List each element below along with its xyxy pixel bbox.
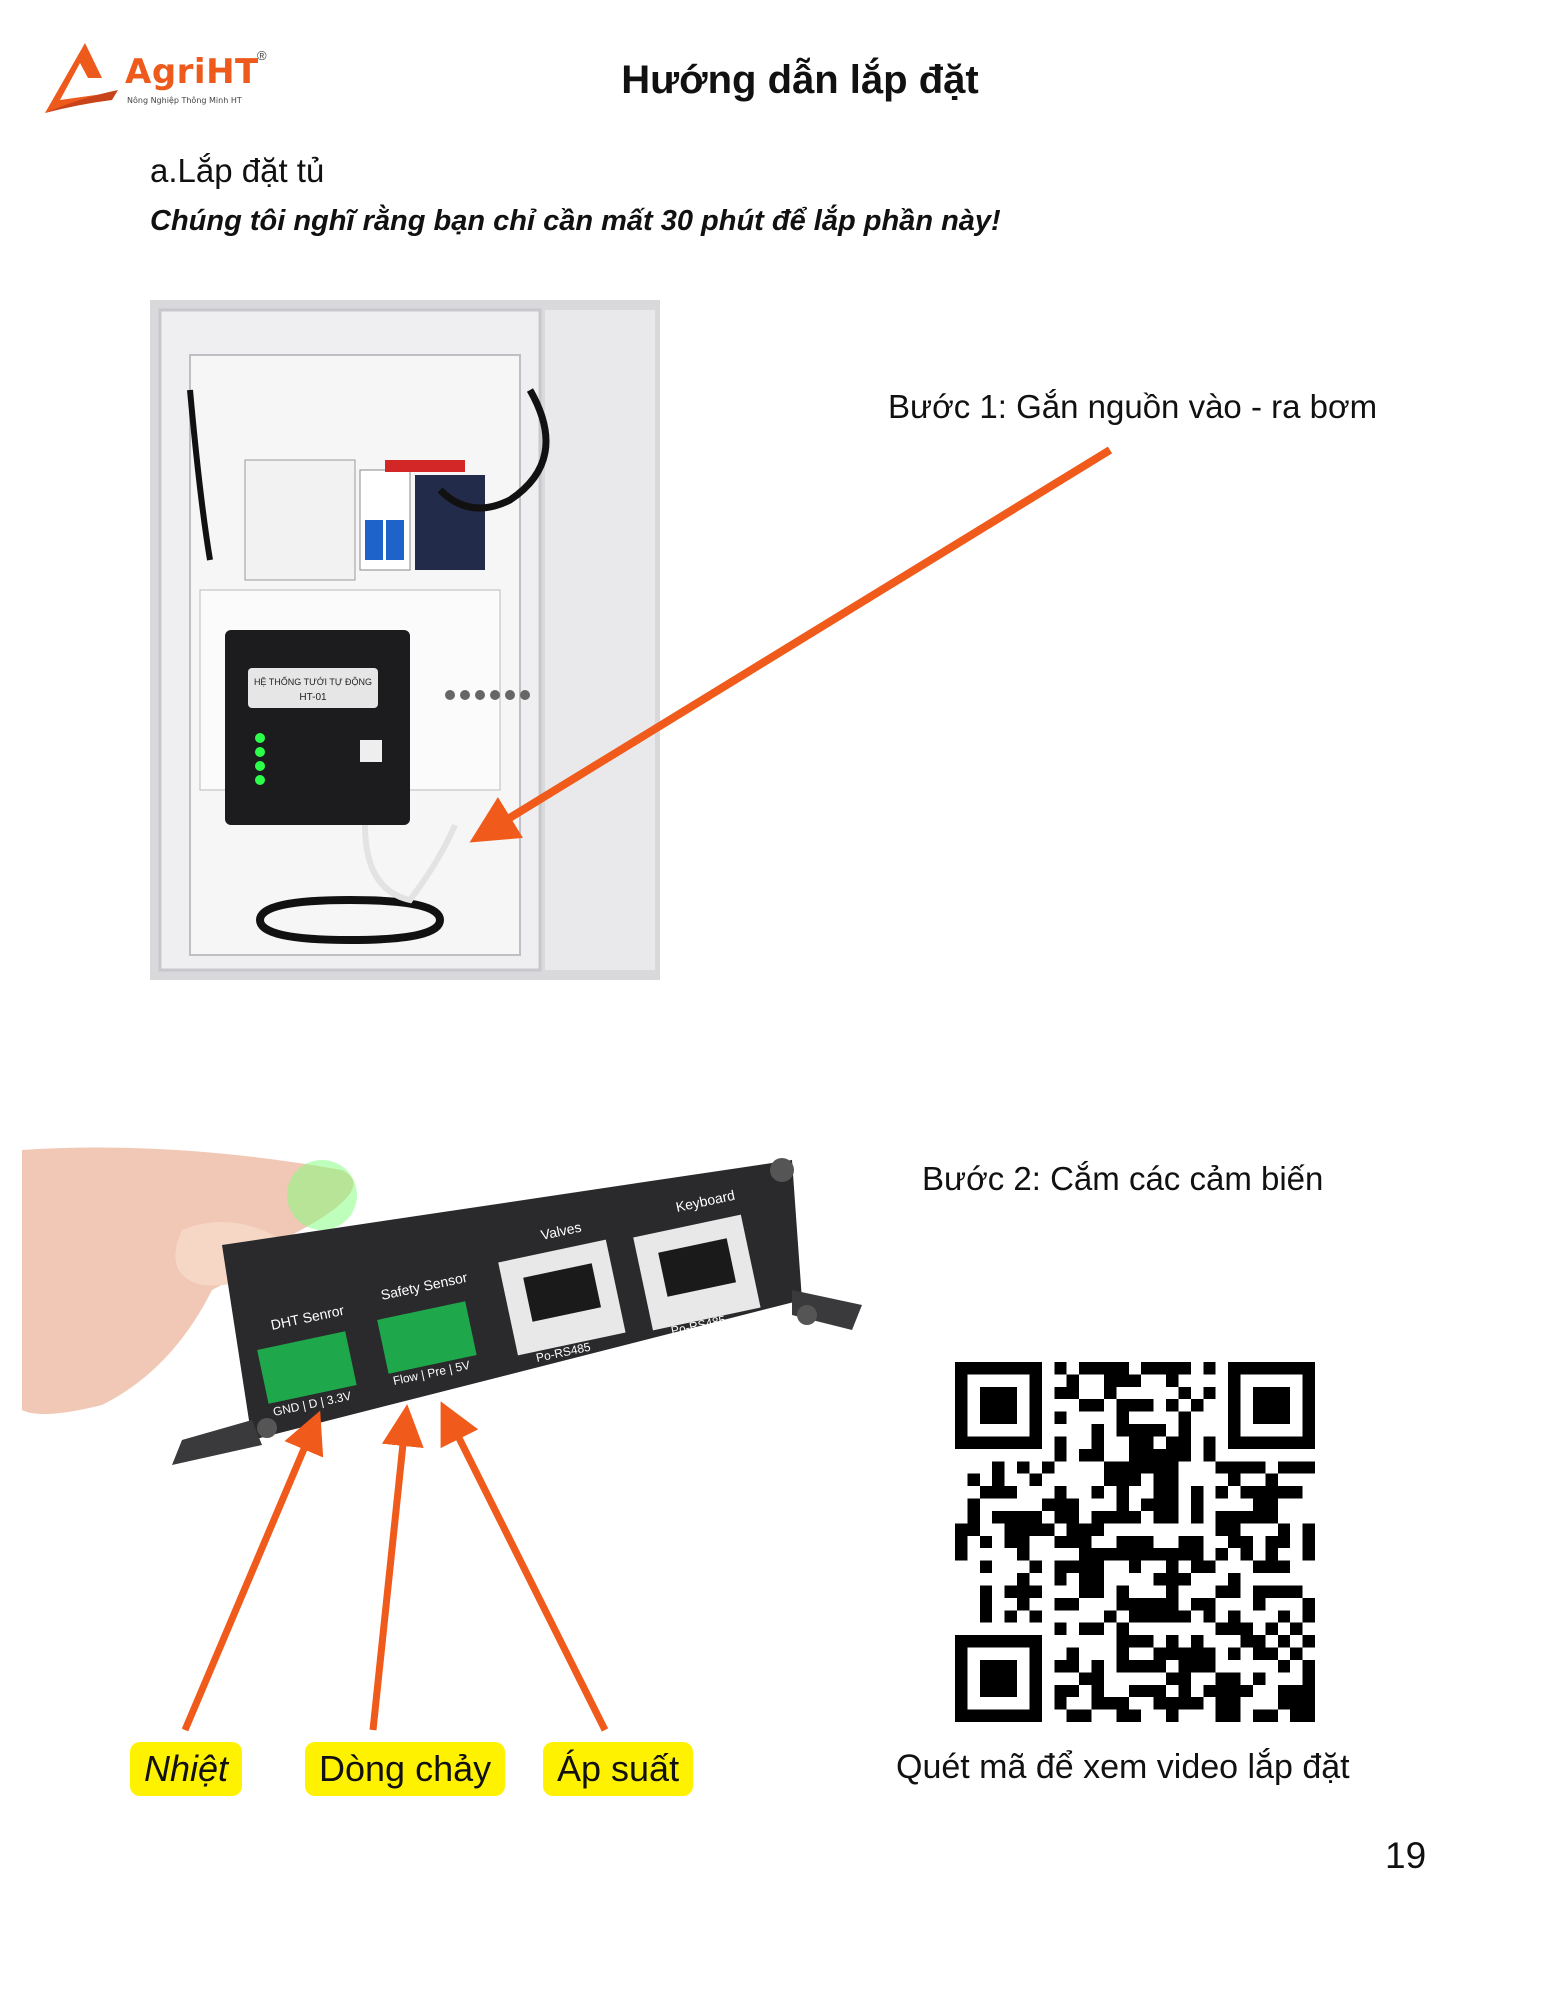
pressure-label: Áp suất: [543, 1742, 694, 1796]
device-panel-title: HỆ THỐNG TƯỚI TỰ ĐỘNG: [254, 676, 372, 687]
logo-text: AgriHT: [125, 52, 259, 92]
qr-caption: Quét mã để xem video lắp đặt: [896, 1748, 1350, 1786]
logo-registered-mark: ®: [257, 48, 267, 63]
section-subtitle: Chúng tôi nghĩ rằng bạn chỉ cần mất 30 p…: [150, 205, 1001, 237]
cabinet-photo: HỆ THỐNG TƯỚI TỰ ĐỘNG HT-01: [150, 300, 660, 980]
page-number: 19: [1385, 1835, 1427, 1876]
section-title: a.Lắp đặt tủ: [150, 152, 325, 189]
flow-label: Dòng chảy: [305, 1742, 506, 1796]
step2-label: Bước 2: Cắm các cảm biến: [922, 1160, 1324, 1197]
page-title: Hướng dẫn lắp đặt: [621, 58, 979, 102]
step1-label: Bước 1: Gắn nguồn vào - ra bơm: [888, 388, 1378, 425]
device-ports-photo: DHT Senror GND | D | 3.3V Safety Sensor …: [22, 1140, 882, 1510]
logo-tagline: Nông Nghiệp Thông Minh HT: [127, 96, 242, 105]
agriht-logo-icon: [45, 43, 118, 113]
device-model: HT-01: [299, 692, 327, 703]
qr-code-icon[interactable]: [955, 1362, 1315, 1722]
temperature-label: Nhiệt: [130, 1742, 243, 1796]
led-indicators-icon: [255, 733, 265, 785]
